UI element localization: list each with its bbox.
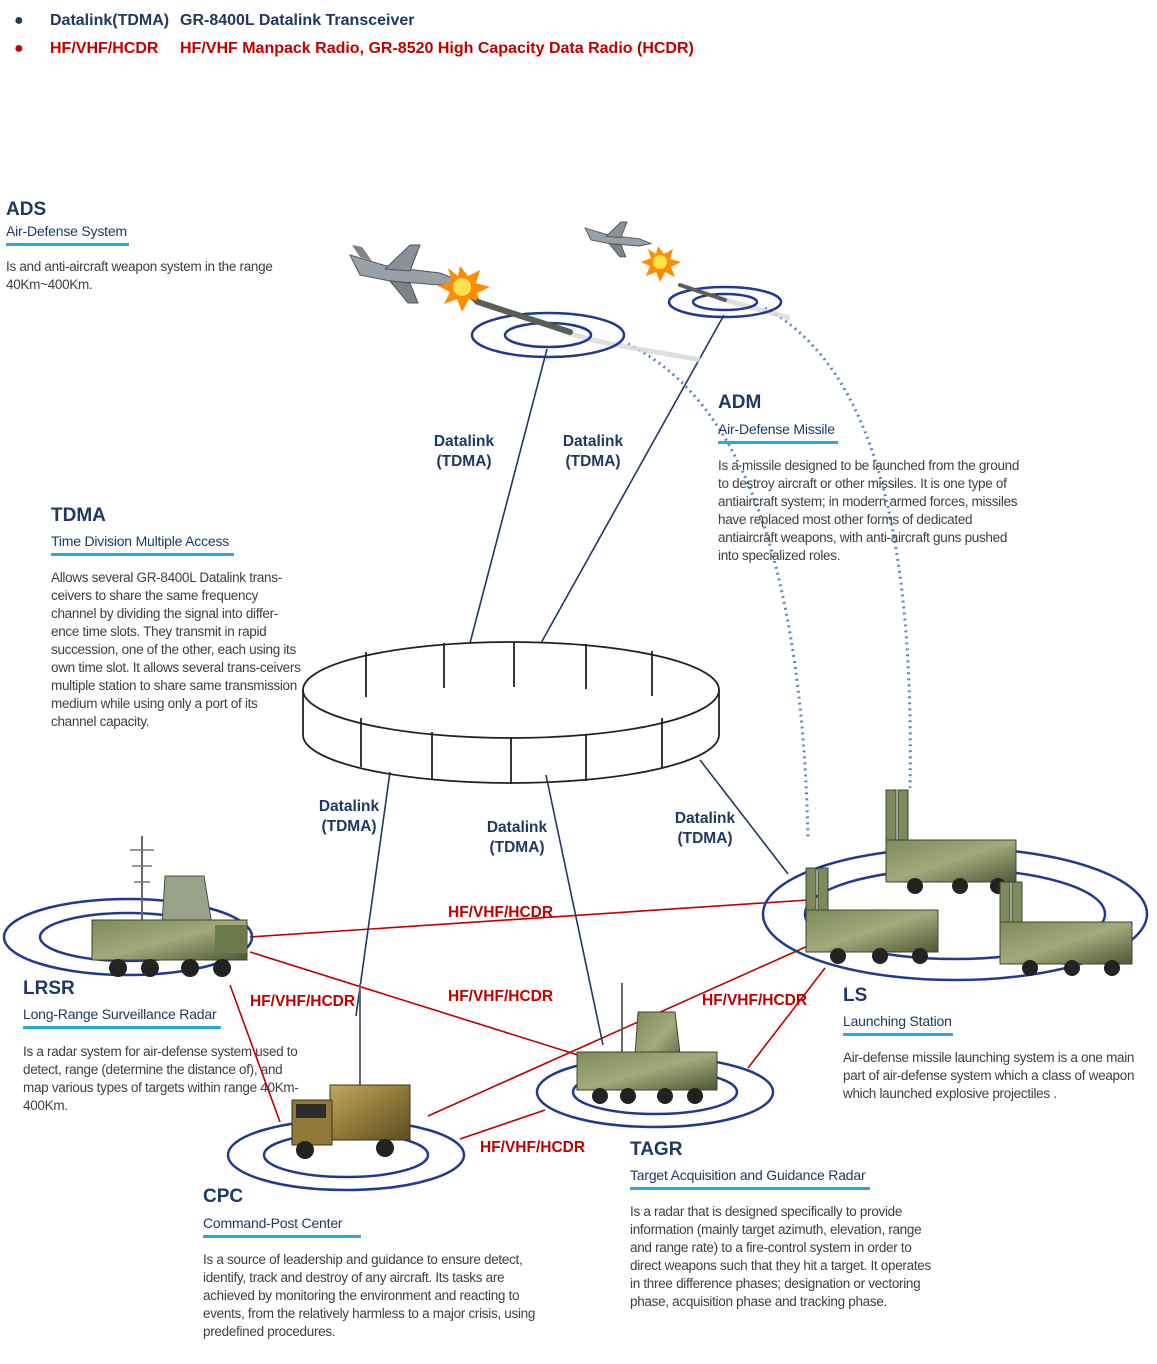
fighter-jet-icon xyxy=(584,221,653,258)
fighter-jet-icon xyxy=(349,244,462,304)
command-truck-icon xyxy=(291,984,411,1159)
lrsr-title: LRSR xyxy=(23,978,75,999)
legend-key: HF/VHF/HCDR xyxy=(50,40,159,57)
datalink-links xyxy=(355,314,789,1046)
datalink-label-line2: (TDMA) xyxy=(436,453,492,470)
cpc-description: Is a source of leadership and guidance t… xyxy=(203,1252,536,1339)
tdma-subtitle: Time Division Multiple Access xyxy=(51,533,234,556)
ls-title: LS xyxy=(843,985,868,1006)
tdma-description: Allows several GR-8400L Datalink trans-c… xyxy=(51,570,301,729)
datalink-label: Datalink (TDMA) xyxy=(305,797,393,837)
hf-link-tagr-ls xyxy=(747,967,826,1069)
radar-truck-icon xyxy=(91,836,248,977)
legend-desc: HF/VHF Manpack Radio, GR-8520 High Capac… xyxy=(180,40,694,57)
hf-label: HF/VHF/HCDR xyxy=(702,992,808,1009)
lrsr-description: Is a radar system for air-defense system… xyxy=(23,1044,299,1113)
ls-description: Air-defense missile launching system is … xyxy=(843,1050,1135,1101)
datalink-to-missile-2 xyxy=(540,314,725,644)
legend-datalink: ● Datalink(TDMA) GR-8400L Datalink Transce… xyxy=(14,12,415,30)
radar-truck-icon xyxy=(576,983,718,1104)
hf-link-lrsr-cpc xyxy=(229,984,281,1123)
cpc-subtitle: Command-Post Center xyxy=(203,1215,361,1238)
legend-key: Datalink(TDMA) xyxy=(50,12,170,29)
missile-trajectories xyxy=(627,306,912,839)
datalink-label-line1: Datalink xyxy=(562,433,624,450)
hf-link-cpc-tagr xyxy=(459,1109,546,1140)
adm-subtitle: Air-Defense Missile xyxy=(718,421,838,444)
tdma-ring xyxy=(302,641,720,784)
missile-icon xyxy=(678,283,727,302)
datalink-label: Datalink (TDMA) xyxy=(661,809,749,849)
ls-subtitle: Launching Station xyxy=(843,1013,953,1036)
hf-link-lrsr-tagr xyxy=(249,951,601,1063)
launcher-truck-icon xyxy=(805,867,939,964)
datalink-to-missile-1 xyxy=(469,348,548,644)
datalink-label-line1: Datalink xyxy=(674,810,736,827)
datalink-to-ls xyxy=(699,759,789,875)
tagr-subtitle: Target Acquisition and Guidance Radar xyxy=(630,1167,870,1190)
hf-links xyxy=(229,899,826,1140)
ads-title: ADS xyxy=(6,199,47,220)
legend-hf: ● HF/VHF/HCDR HF/VHF Manpack Radio, GR-852… xyxy=(14,40,694,58)
explosion-icon xyxy=(641,246,681,282)
datalink-label: Datalink (TDMA) xyxy=(549,432,637,472)
datalink-label-line2: (TDMA) xyxy=(321,818,377,835)
exhaust-trails xyxy=(559,295,791,363)
hf-label: HF/VHF/HCDR xyxy=(448,988,554,1005)
tdma-title: TDMA xyxy=(51,505,106,526)
hf-label: HF/VHF/HCDR xyxy=(480,1139,586,1156)
datalink-label: Datalink (TDMA) xyxy=(473,818,561,858)
hf-label: HF/VHF/HCDR xyxy=(448,904,554,921)
hf-link-lrsr-ls xyxy=(249,899,809,938)
lrsr-subtitle: Long-Range Surveillance Radar xyxy=(23,1006,221,1029)
legend-bullet: ● xyxy=(14,12,24,29)
hf-link-cpc-ls xyxy=(427,944,811,1117)
ads-subtitle: Air-Defense System xyxy=(6,223,129,246)
trajectory-1 xyxy=(627,342,810,839)
ads-description: Is and anti-aircraft weapon system in th… xyxy=(6,259,273,292)
legend-desc: GR-8400L Datalink Transceiver xyxy=(180,12,415,29)
datalink-label-line1: Datalink xyxy=(318,798,380,815)
signal-rings xyxy=(2,285,1149,1192)
legend-bullet: ● xyxy=(14,40,24,57)
datalink-to-cpc xyxy=(355,771,391,1017)
launcher-truck-icon xyxy=(885,789,1017,894)
tagr-description: Is a radar that is designed specifically… xyxy=(630,1204,931,1309)
datalink-label-line1: Datalink xyxy=(433,433,495,450)
tagr-title: TAGR xyxy=(630,1139,683,1160)
hf-label: HF/VHF/HCDR xyxy=(250,993,356,1010)
launcher-truck-icon xyxy=(999,881,1133,976)
missile-icon xyxy=(470,298,573,335)
datalink-label-line2: (TDMA) xyxy=(677,830,733,847)
adm-title: ADM xyxy=(718,392,762,413)
datalink-label-line2: (TDMA) xyxy=(489,839,545,856)
datalink-to-tagr xyxy=(545,774,604,1046)
datalink-label: Datalink (TDMA) xyxy=(420,432,508,472)
cpc-title: CPC xyxy=(203,1186,244,1207)
adm-description: Is a missile designed to be launched fro… xyxy=(718,458,1020,563)
datalink-label-line2: (TDMA) xyxy=(565,453,621,470)
datalink-label-line1: Datalink xyxy=(486,819,548,836)
